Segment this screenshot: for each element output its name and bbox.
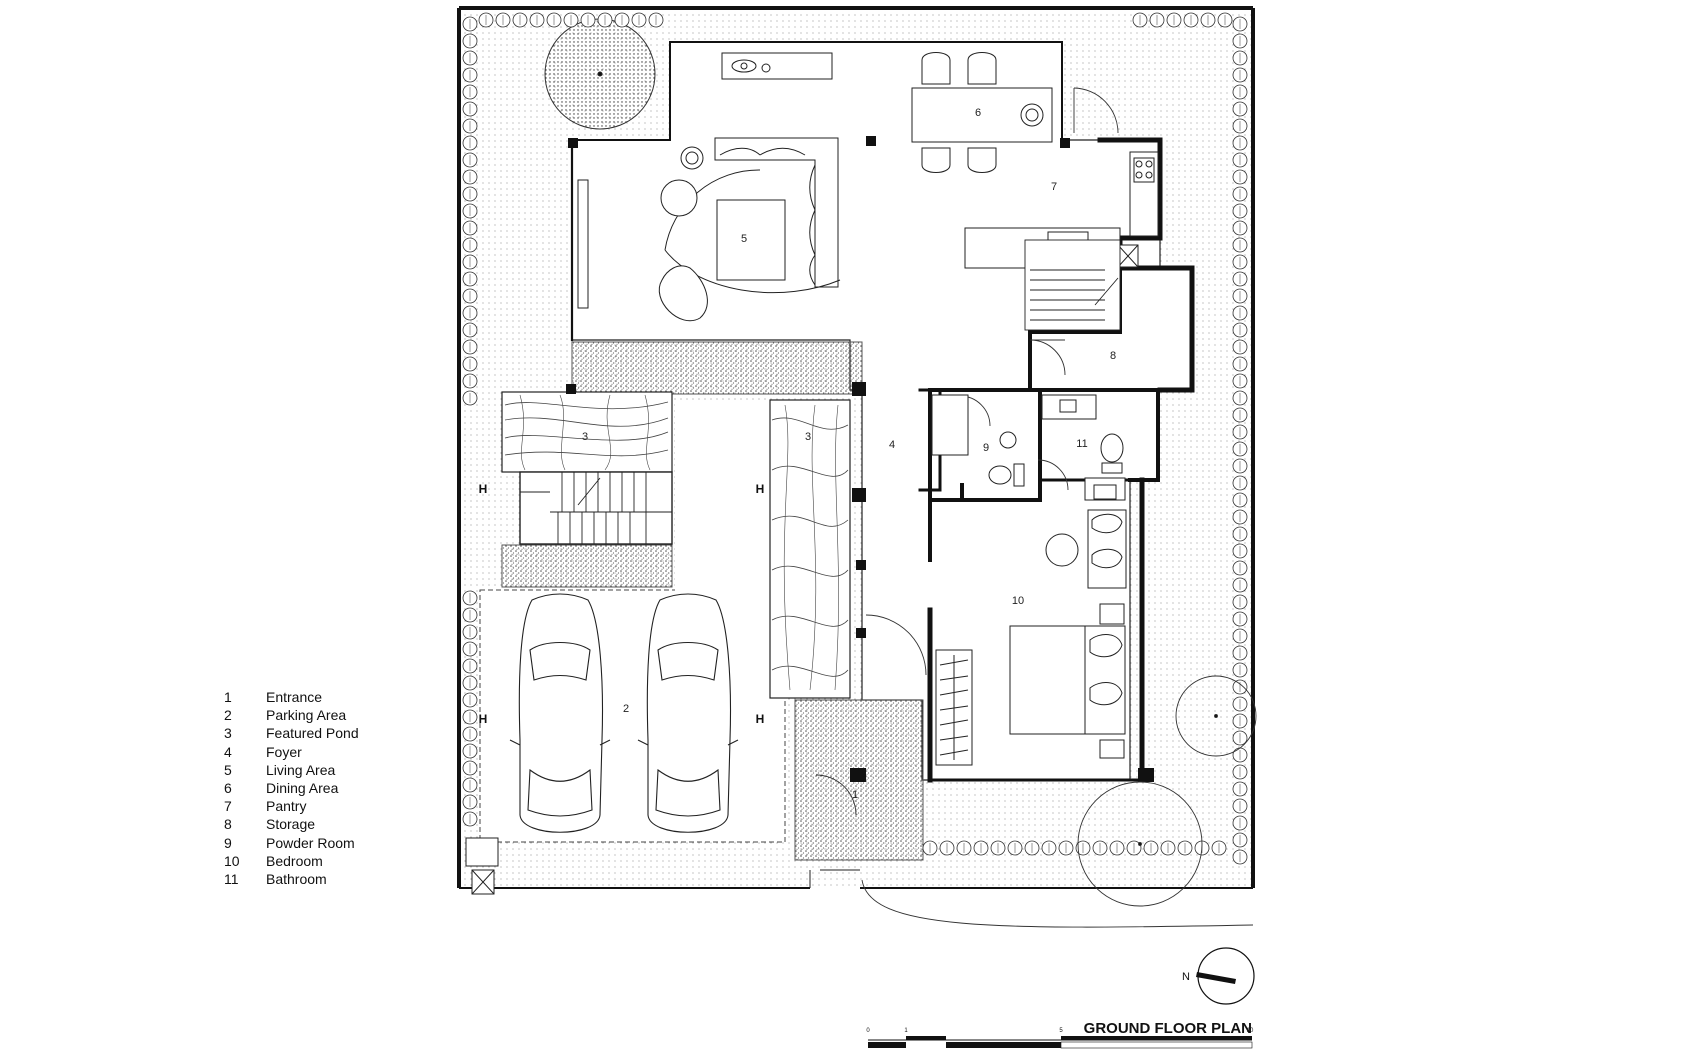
room-number-pantry: 7 [1051, 181, 1057, 193]
legend-label: Dining Area [266, 780, 339, 797]
legend-number: 9 [224, 834, 232, 851]
main-staircase [1024, 239, 1121, 331]
featured-pond-left [501, 391, 673, 473]
legend-number: 5 [224, 761, 232, 778]
north-arrow: N [1182, 947, 1255, 1005]
gate-mark: H [756, 482, 765, 496]
scale-label: 10 [1247, 1028, 1254, 1034]
featured-pond-right [769, 399, 851, 699]
legend-item: 8 Storage [224, 815, 359, 833]
legend-label: Foyer [266, 743, 302, 760]
legend-item: 4 Foyer [224, 743, 359, 761]
powder-room-fixtures [931, 394, 1025, 487]
staircase-garage [519, 471, 673, 545]
legend-label: Parking Area [266, 707, 347, 724]
legend-number: 10 [224, 852, 240, 869]
legend-number: 8 [224, 816, 232, 833]
room-numbers: 1 2 3 3 4 5 6 7 8 9 10 11 [582, 107, 1116, 801]
legend-item: 2 Parking Area [224, 706, 359, 724]
room-number-entrance: 1 [852, 789, 858, 801]
room-legend: 1 Entrance 2 Parking Area 3 Featured Pond 4… [224, 688, 359, 888]
gravel-stair [501, 544, 673, 588]
legend-number: 7 [224, 798, 232, 815]
bathroom-fixtures [1041, 394, 1126, 501]
legend-number: 6 [224, 780, 232, 797]
driveway-slab [675, 400, 785, 600]
dining-furniture [911, 52, 1053, 173]
legend-label: Bathroom [266, 871, 327, 888]
room-number-powder: 9 [983, 442, 989, 454]
living-furniture [544, 18, 841, 322]
gate-mark: H [479, 482, 488, 496]
legend-number: 2 [224, 707, 232, 724]
legend-label: Storage [266, 816, 316, 833]
legend-label: Pantry [266, 798, 307, 815]
room-number-bathroom: 11 [1076, 438, 1087, 450]
room-number-pond-right: 3 [805, 431, 811, 443]
legend-label: Powder Room [266, 834, 355, 851]
legend-number: 4 [224, 743, 232, 760]
legend-number: 11 [224, 871, 239, 888]
legend-label: Living Area [266, 761, 336, 778]
legend-item: 3 Featured Pond [224, 724, 359, 742]
room-number-bedroom: 10 [1012, 595, 1024, 607]
gravel-strip [571, 341, 863, 395]
room-number-foyer: 4 [889, 439, 895, 451]
legend-number: 1 [224, 689, 232, 705]
bedroom-furniture [935, 509, 1127, 766]
car-right [637, 593, 739, 833]
plan-title: GROUND FLOOR PLAN [1084, 1020, 1252, 1037]
legend-item: 6 Dining Area [224, 779, 359, 797]
scale-label: 5 [1059, 1028, 1063, 1034]
room-number-living: 5 [741, 233, 747, 245]
legend-item: 1 Entrance [224, 688, 359, 706]
room-number-storage: 8 [1110, 350, 1116, 362]
trees [1077, 675, 1257, 907]
legend-item: 7 Pantry [224, 797, 359, 815]
gate-mark: H [756, 712, 765, 726]
legend-item: 9 Powder Room [224, 834, 359, 852]
gate-mark: H [479, 712, 488, 726]
scale-bar: 0 1 5 10 [866, 1028, 1254, 1049]
columns [566, 136, 1154, 782]
legend-item: 5 Living Area [224, 761, 359, 779]
gate-marks: H H H H [479, 482, 765, 726]
gate-box [465, 837, 860, 895]
scale-label: 0 [866, 1028, 870, 1034]
legend-label: Entrance [266, 689, 323, 705]
legend-label: Bedroom [266, 852, 323, 869]
room-number-dining: 6 [975, 107, 981, 119]
legend-item: 11 Bathroom [224, 870, 359, 888]
scale-label: 1 [904, 1028, 908, 1034]
north-label: N [1182, 971, 1190, 983]
room-number-pond-left: 3 [582, 431, 588, 443]
car-left [509, 593, 611, 833]
room-number-parking: 2 [623, 703, 629, 715]
doors [815, 87, 1254, 928]
legend-number: 3 [224, 725, 232, 742]
legend-item: 10 Bedroom [224, 852, 359, 870]
legend-label: Featured Pond [266, 725, 359, 742]
boundary-hedges [462, 12, 1248, 865]
